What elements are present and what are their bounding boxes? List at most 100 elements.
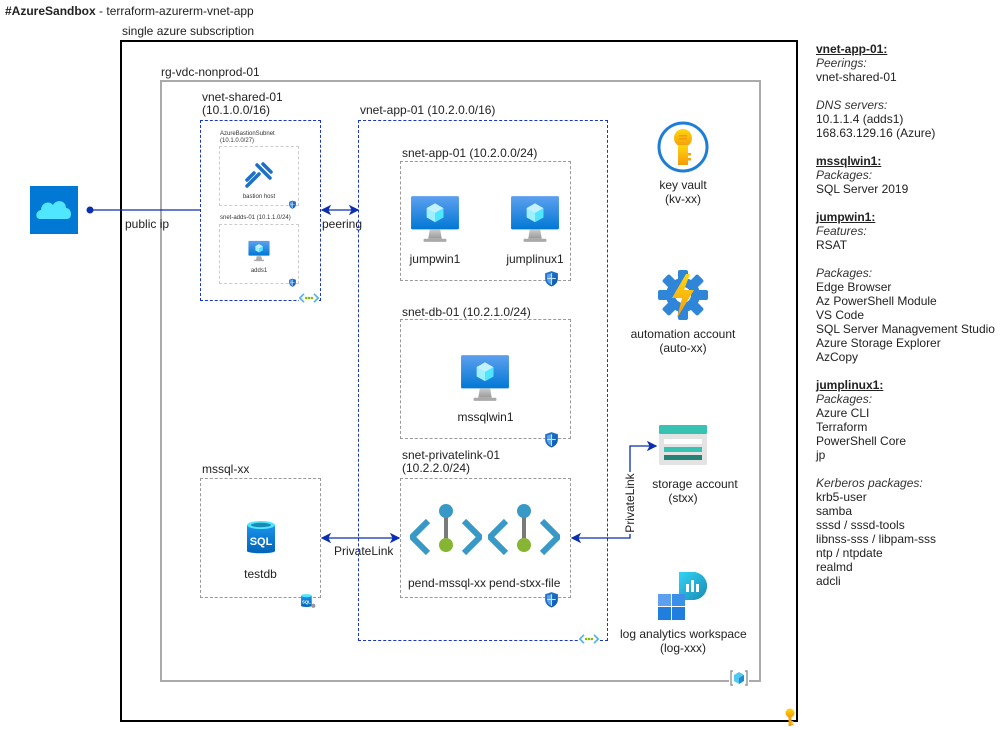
snet-app-container <box>400 161 571 281</box>
public-ip-label: public ip <box>125 217 170 231</box>
notes-item: Azure Storage Explorer <box>816 336 941 350</box>
adds-subnet-container <box>219 224 299 284</box>
notes-group-label: DNS servers: <box>816 98 888 112</box>
project-label: terraform-azurerm-vnet-app <box>106 4 254 18</box>
notes-item: adcli <box>816 574 841 588</box>
mssqlwin1-label: mssqlwin1 <box>457 410 514 424</box>
notes-item: VS Code <box>816 308 865 322</box>
notes-item: Az PowerShell Module <box>816 294 937 308</box>
snet-db-container <box>400 319 571 439</box>
notes-group-label: Packages: <box>816 168 873 182</box>
notes-item: 10.1.1.4 (adds1) <box>816 112 904 126</box>
storage-account-name: storage account <box>652 477 738 491</box>
diagram-title: #AzureSandbox - terraform-azurerm-vnet-a… <box>5 4 254 18</box>
notes-item: AzCopy <box>816 350 859 364</box>
storage-account-id: (stxx) <box>668 491 698 505</box>
storage-privatelink-label: PrivateLink <box>623 472 637 532</box>
sql-server-badge-icon: SQL <box>301 594 316 608</box>
notes-item: Azure CLI <box>816 406 870 420</box>
notes-item: PowerShell Core <box>816 434 907 448</box>
snet-db-title: snet-db-01 (10.2.1.0/24) <box>402 305 531 319</box>
snet-app-title: snet-app-01 (10.2.0.0/24) <box>402 146 538 160</box>
mssql-server-label: mssql-xx <box>202 462 250 476</box>
mssql-privatelink-label: PrivateLink <box>334 544 394 558</box>
resource-group-icon <box>729 669 749 687</box>
notes-heading: jumplinux1: <box>816 378 884 392</box>
bastion-subnet-cidr: (10.1.0.0/27) <box>220 138 255 144</box>
bastion-host-icon <box>245 162 273 188</box>
notes-group-label: Features: <box>816 224 867 238</box>
notes-item: samba <box>816 504 853 518</box>
vnet-shared-cidr: (10.1.0.0/16) <box>202 103 271 117</box>
notes-item: SQL Server 2019 <box>816 182 909 196</box>
snet-privatelink-container <box>400 478 571 598</box>
svg-text:SQL: SQL <box>302 600 311 605</box>
notes-item: sssd / sssd-tools <box>816 518 905 532</box>
notes-group-label: Peerings: <box>816 56 867 70</box>
storage-privatelink-connector <box>570 440 658 544</box>
svg-text:SQL: SQL <box>250 536 273 548</box>
pend-stxx-file-label: pend-stxx-file <box>489 576 561 590</box>
subscription-label: single azure subscription <box>122 24 255 38</box>
key-vault-name: key vault <box>659 178 707 192</box>
jumpwin1-label: jumpwin1 <box>409 252 461 266</box>
title-separator: - <box>95 4 107 18</box>
key-vault-id: (kv-xx) <box>665 192 701 206</box>
log-analytics-id: (log-xxx) <box>659 641 706 655</box>
notes-item: realmd <box>816 560 853 574</box>
notes-item: vnet-shared-01 <box>816 70 897 84</box>
internet-cloud <box>30 186 78 234</box>
notes-vnet-app: vnet-app-01: Peerings: vnet-shared-01 DN… <box>816 42 995 140</box>
notes-jumpwin1: jumpwin1: Features: RSAT Packages: Edge … <box>816 210 995 364</box>
vnet-shared-container <box>200 120 321 301</box>
snet-privatelink-cidr: (10.2.2.0/24) <box>402 461 471 475</box>
subscription-key-icon <box>785 708 795 726</box>
notes-item: libnss-sss / libpam-sss <box>816 532 937 546</box>
sql-database-icon: SQL <box>247 521 275 554</box>
bastion-subnet-name: AzureBastionSubnet <box>220 131 275 137</box>
cloud-icon <box>36 201 72 219</box>
notes-heading: vnet-app-01: <box>816 42 888 56</box>
notes-item: Terraform <box>816 420 868 434</box>
log-analytics-name: log analytics workspace <box>620 627 747 641</box>
notes-panel: vnet-app-01: Peerings: vnet-shared-01 DN… <box>816 42 995 588</box>
notes-item: RSAT <box>816 238 848 252</box>
notes-group-label: Kerberos packages: <box>816 476 923 490</box>
bastion-host-label: bastion host <box>242 194 276 200</box>
notes-item: jp <box>816 448 826 462</box>
peering-label: peering <box>322 217 363 231</box>
notes-item: Edge Browser <box>816 280 892 294</box>
subscription-container <box>120 40 798 722</box>
automation-account-name: automation account <box>630 327 736 341</box>
automation-account-id: (auto-xx) <box>659 341 707 355</box>
automation-account-icon <box>658 270 708 320</box>
vnet-app-container <box>358 120 608 641</box>
log-analytics-icon <box>658 572 707 620</box>
bastion-subnet-container <box>219 146 299 206</box>
notes-jumplinux1: jumplinux1: Packages: Azure CLI Terrafor… <box>816 378 995 588</box>
vnet-app-badge-icon <box>579 634 599 644</box>
notes-item: 168.63.129.16 (Azure) <box>816 126 936 140</box>
notes-heading: jumpwin1: <box>816 210 876 224</box>
vnet-shared-badge-icon <box>299 293 319 303</box>
adds-subnet-name: snet-adds-01 (10.1.1.0/24) <box>220 215 291 221</box>
brand-label: #AzureSandbox <box>5 4 96 18</box>
notes-item: krb5-user <box>816 490 867 504</box>
vnet-shared-name: vnet-shared-01 <box>202 90 283 104</box>
notes-item: ntp / ntpdate <box>816 546 883 560</box>
notes-item: SQL Server Managvement Studio <box>816 322 995 336</box>
notes-group-label: Packages: <box>816 266 873 280</box>
snet-privatelink-title: snet-privatelink-01 <box>402 448 501 462</box>
jumplinux1-label: jumplinux1 <box>506 252 564 266</box>
notes-group-label: Packages: <box>816 392 873 406</box>
key-vault-icon <box>657 121 709 173</box>
notes-mssqlwin1: mssqlwin1: Packages: SQL Server 2019 <box>816 154 995 196</box>
testdb-label: testdb <box>244 567 277 581</box>
vnet-app-title: vnet-app-01 (10.2.0.0/16) <box>360 103 496 117</box>
storage-account-icon <box>659 425 707 465</box>
mssql-server-container <box>200 478 321 598</box>
notes-heading: mssqlwin1: <box>816 154 882 168</box>
resource-group-container <box>160 80 761 682</box>
adds1-label: adds1 <box>250 268 268 274</box>
